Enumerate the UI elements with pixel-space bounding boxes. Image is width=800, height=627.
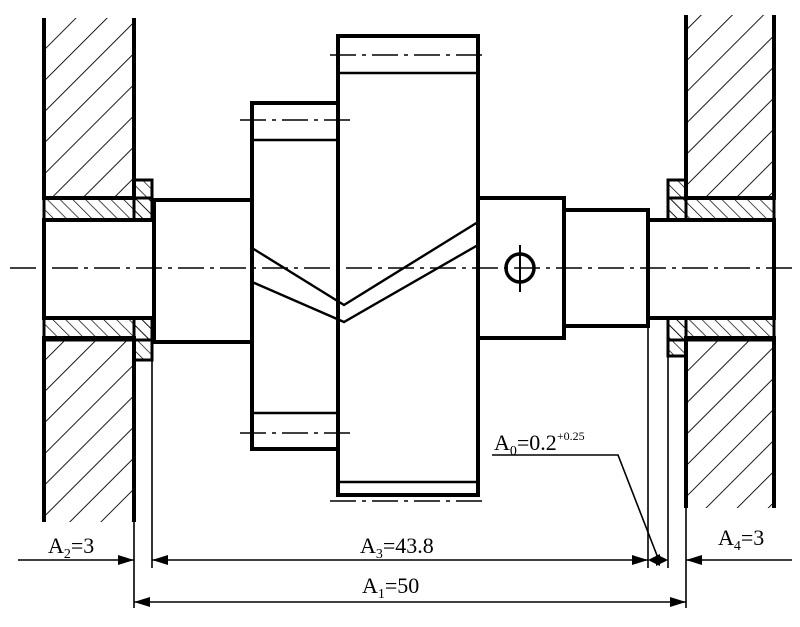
extension-lines bbox=[133, 326, 687, 608]
dimension-label-a0: A0=0.2+0.25 bbox=[494, 429, 585, 459]
centerlines bbox=[10, 54, 795, 502]
dimension-label-a1: A1=50 bbox=[362, 573, 419, 602]
right-bushing bbox=[666, 178, 776, 358]
shaft bbox=[42, 196, 776, 344]
herringbone-teeth bbox=[251, 220, 479, 324]
dimension-label-a3: A3=43.8 bbox=[360, 533, 434, 562]
dimension-lines bbox=[18, 454, 792, 607]
dimension-label-a4: A4=3 bbox=[718, 525, 764, 554]
right-housing-wall bbox=[684, 15, 776, 508]
dimension-label-a2: A2=3 bbox=[48, 533, 94, 562]
left-housing-wall bbox=[42, 18, 136, 522]
